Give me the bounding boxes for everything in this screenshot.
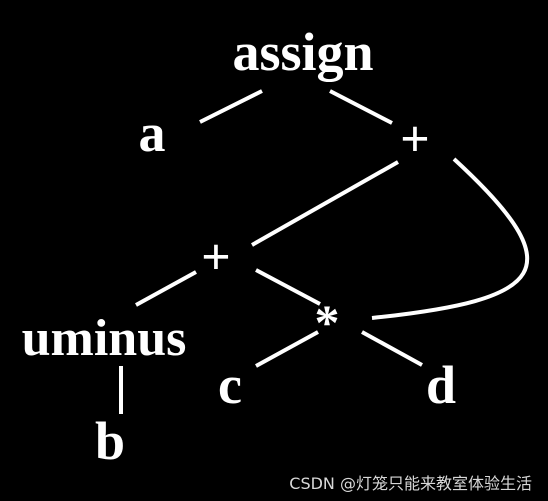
node-star: * bbox=[314, 294, 340, 350]
edge-plus-top-star-curve bbox=[371, 157, 530, 320]
edge-assign-a bbox=[199, 89, 263, 124]
edge-plus-mid-star bbox=[255, 268, 321, 306]
node-plus-top: + bbox=[400, 111, 430, 168]
edge-star-d bbox=[361, 330, 423, 367]
node-assign: assign bbox=[232, 22, 374, 82]
node-a: a bbox=[138, 103, 166, 163]
watermark-text: CSDN @灯笼只能来教室体验生活 bbox=[289, 474, 532, 493]
node-c: c bbox=[218, 355, 242, 415]
node-b: b bbox=[94, 411, 126, 471]
node-uminus: uminus bbox=[21, 310, 187, 367]
edge-star-c bbox=[255, 330, 319, 368]
node-d: d bbox=[425, 355, 457, 415]
edge-plus-mid-uminus bbox=[135, 270, 197, 307]
edge-assign-plus-top bbox=[329, 89, 393, 125]
edge-plus-top-plus-mid bbox=[251, 160, 399, 247]
node-plus-mid: + bbox=[201, 229, 231, 286]
